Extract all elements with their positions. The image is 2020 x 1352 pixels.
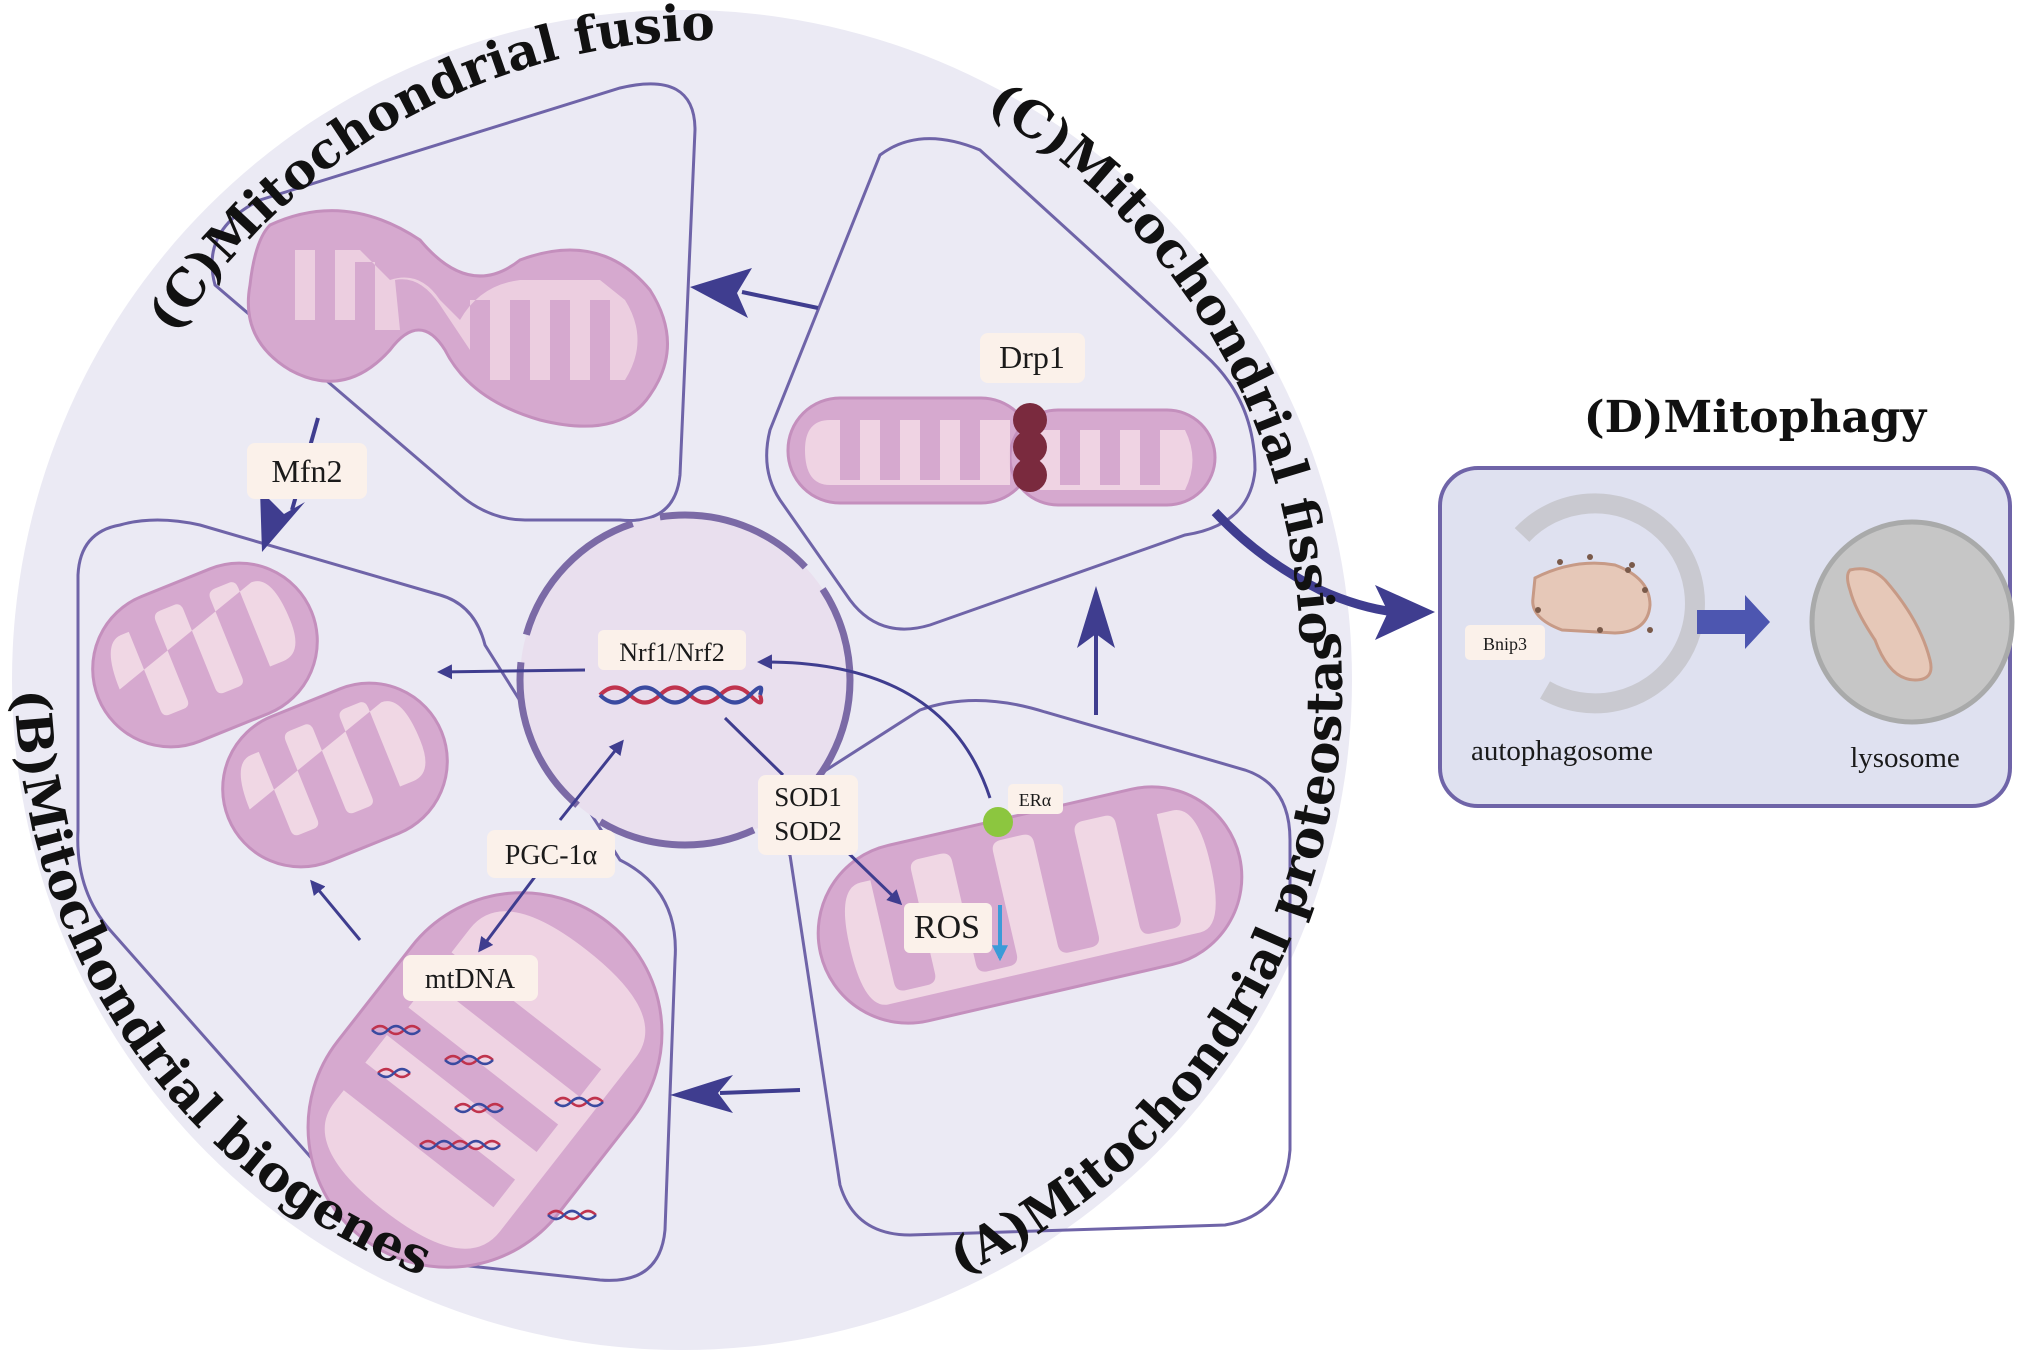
fusion-mitochondrion [246,209,669,428]
nucleus [520,515,850,845]
label-mfn2: Mfn2 [271,453,342,489]
label-mtdna: mtDNA [425,964,516,995]
label-sod2: SOD2 [774,816,842,846]
drp1-ring-icon [1013,403,1047,437]
lysosome-icon [1809,519,2015,725]
biogenesis-panel [76,518,677,1282]
fission-panel [765,137,1257,631]
label-pgc: PGC-1α [505,840,598,871]
mtdna-mitochondrion [306,891,664,1269]
label-drp1: Drp1 [999,339,1065,375]
flow-arrow-proteostasis-to-fission [1077,586,1115,715]
drp1-ring-icon [1013,430,1047,464]
era-receptor-icon [983,807,1013,837]
flow-arrow-proteostasis-to-biogenesis [670,1075,801,1113]
fission-mitochondrion [786,396,1217,507]
label-era: ERα [1019,790,1052,810]
fusion-panel [210,82,697,522]
dna-helix-icon [598,685,764,705]
drp1-ring-icon [1013,458,1047,492]
label-lysosome: lysosome [1850,742,1960,774]
label-ros: ROS [914,909,980,946]
label-nrf: Nrf1/Nrf2 [619,638,724,667]
label-sod1: SOD1 [774,782,842,812]
title-mitophagy: (D)Mitophagy [1584,392,1928,443]
nuclear-envelope [516,511,854,849]
flow-arrow-to-mitophagy [1211,508,1435,640]
mtdna-strands-icon [371,1024,604,1221]
flow-arrow-fission-to-fusion [690,268,819,318]
label-bnip3: Bnip3 [1483,634,1527,654]
mitophagy-arrow-icon [1697,595,1770,649]
label-autophagosome: autophagosome [1471,735,1653,767]
autophagosome-icon [1514,493,1705,714]
